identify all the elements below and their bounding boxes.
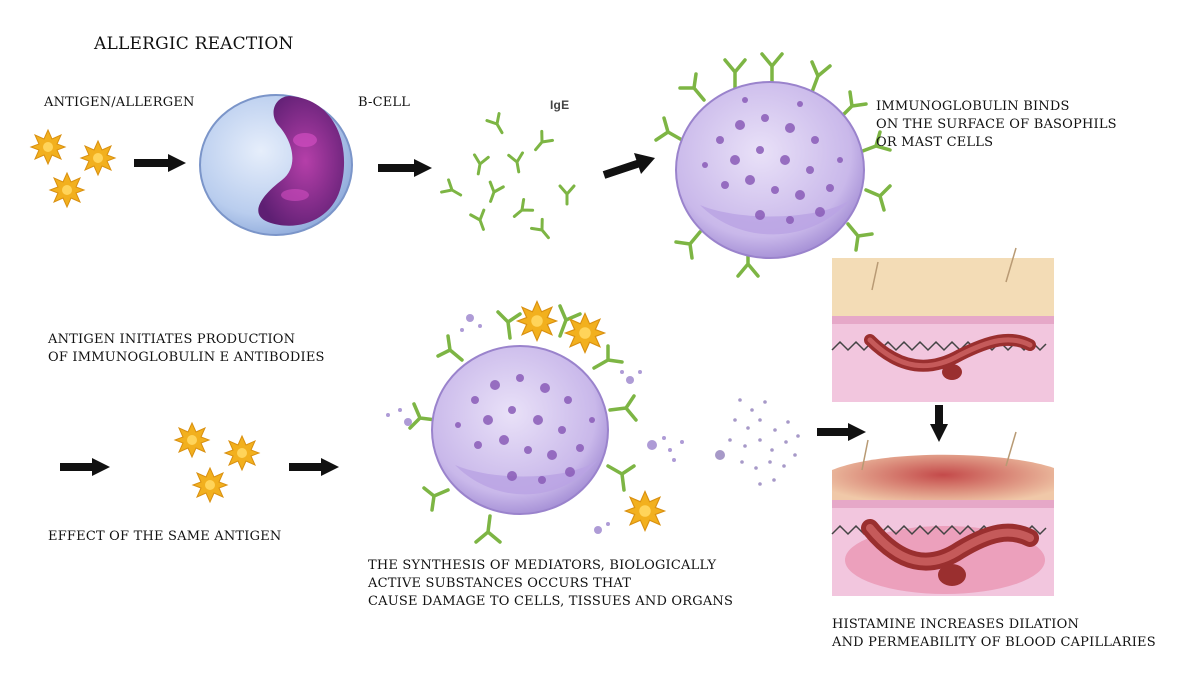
antigen-icon bbox=[516, 300, 558, 342]
mediator-particles-icon bbox=[715, 398, 800, 486]
label-line: CAUSE DAMAGE TO CELLS, TISSUES AND ORGAN… bbox=[368, 594, 734, 609]
label-histamine: HISTAMINE INCREASES DILATION AND PERMEAB… bbox=[832, 616, 1156, 652]
antibody-icon bbox=[482, 180, 505, 206]
antibody-icon bbox=[528, 129, 555, 156]
label-line: HISTAMINE INCREASES DILATION bbox=[832, 617, 1080, 632]
label-line: IMMUNOGLOBULIN BINDS bbox=[876, 99, 1070, 114]
label-antigen: ANTIGEN/ALLERGEN bbox=[44, 95, 195, 110]
b-cell-icon bbox=[199, 94, 353, 236]
label-line: OR MAST CELLS bbox=[876, 135, 994, 150]
antibody-cluster bbox=[440, 112, 576, 244]
label-line: THE SYNTHESIS OF MEDIATORS, BIOLOGICALLY bbox=[368, 558, 717, 573]
label-effect: EFFECT OF THE SAME ANTIGEN bbox=[48, 529, 282, 544]
antigen-cluster-bottom bbox=[174, 422, 260, 503]
antigen-cluster-top bbox=[30, 129, 116, 208]
antigen-icon bbox=[80, 140, 116, 176]
antibody-icon bbox=[507, 151, 528, 175]
label-line: ANTIGEN INITIATES PRODUCTION bbox=[48, 332, 296, 347]
antibody-icon bbox=[440, 178, 466, 203]
arrow-icon bbox=[602, 153, 655, 179]
arrow-down-icon bbox=[930, 405, 948, 442]
arrow-icon bbox=[289, 458, 339, 476]
label-synthesis: THE SYNTHESIS OF MEDIATORS, BIOLOGICALLY… bbox=[368, 557, 733, 611]
antigen-icon bbox=[564, 312, 606, 354]
arrow-icon bbox=[817, 423, 866, 441]
antigen-icon bbox=[174, 422, 210, 458]
antibody-icon bbox=[485, 112, 510, 138]
degranulating-cell-icon bbox=[386, 300, 684, 544]
arrow-icon bbox=[378, 159, 432, 177]
diagram-title: ALLERGIC REACTION bbox=[94, 34, 294, 54]
antibody-icon bbox=[469, 208, 492, 234]
label-b-cell: B-CELL bbox=[358, 95, 411, 110]
antigen-icon bbox=[30, 129, 66, 165]
arrow-icon bbox=[60, 458, 110, 476]
antigen-icon bbox=[49, 172, 85, 208]
label-antigen-initiates: ANTIGEN INITIATES PRODUCTION OF IMMUNOGL… bbox=[48, 331, 325, 367]
antibody-icon bbox=[558, 184, 576, 206]
antigen-icon bbox=[192, 467, 228, 503]
label-line: AND PERMEABILITY OF BLOOD CAPILLARIES bbox=[832, 635, 1156, 650]
arrow-icon bbox=[134, 154, 186, 172]
antibody-icon bbox=[529, 217, 556, 244]
skin-inflamed-icon bbox=[831, 431, 1054, 596]
label-line: ON THE SURFACE OF BASOPHILS bbox=[876, 117, 1117, 132]
label-ige: IgE bbox=[550, 98, 570, 112]
antibody-icon bbox=[508, 197, 535, 224]
antigen-icon bbox=[624, 490, 666, 532]
antigen-icon bbox=[224, 435, 260, 471]
label-line: ACTIVE SUBSTANCES OCCURS THAT bbox=[368, 576, 632, 591]
label-line: OF IMMUNOGLOBULIN E ANTIBODIES bbox=[48, 350, 325, 365]
antibody-icon bbox=[469, 153, 490, 177]
label-immunoglobulin-binds: IMMUNOGLOBULIN BINDS ON THE SURFACE OF B… bbox=[876, 98, 1117, 152]
mast-cell-icon bbox=[654, 52, 892, 278]
skin-normal-icon bbox=[831, 247, 1054, 402]
